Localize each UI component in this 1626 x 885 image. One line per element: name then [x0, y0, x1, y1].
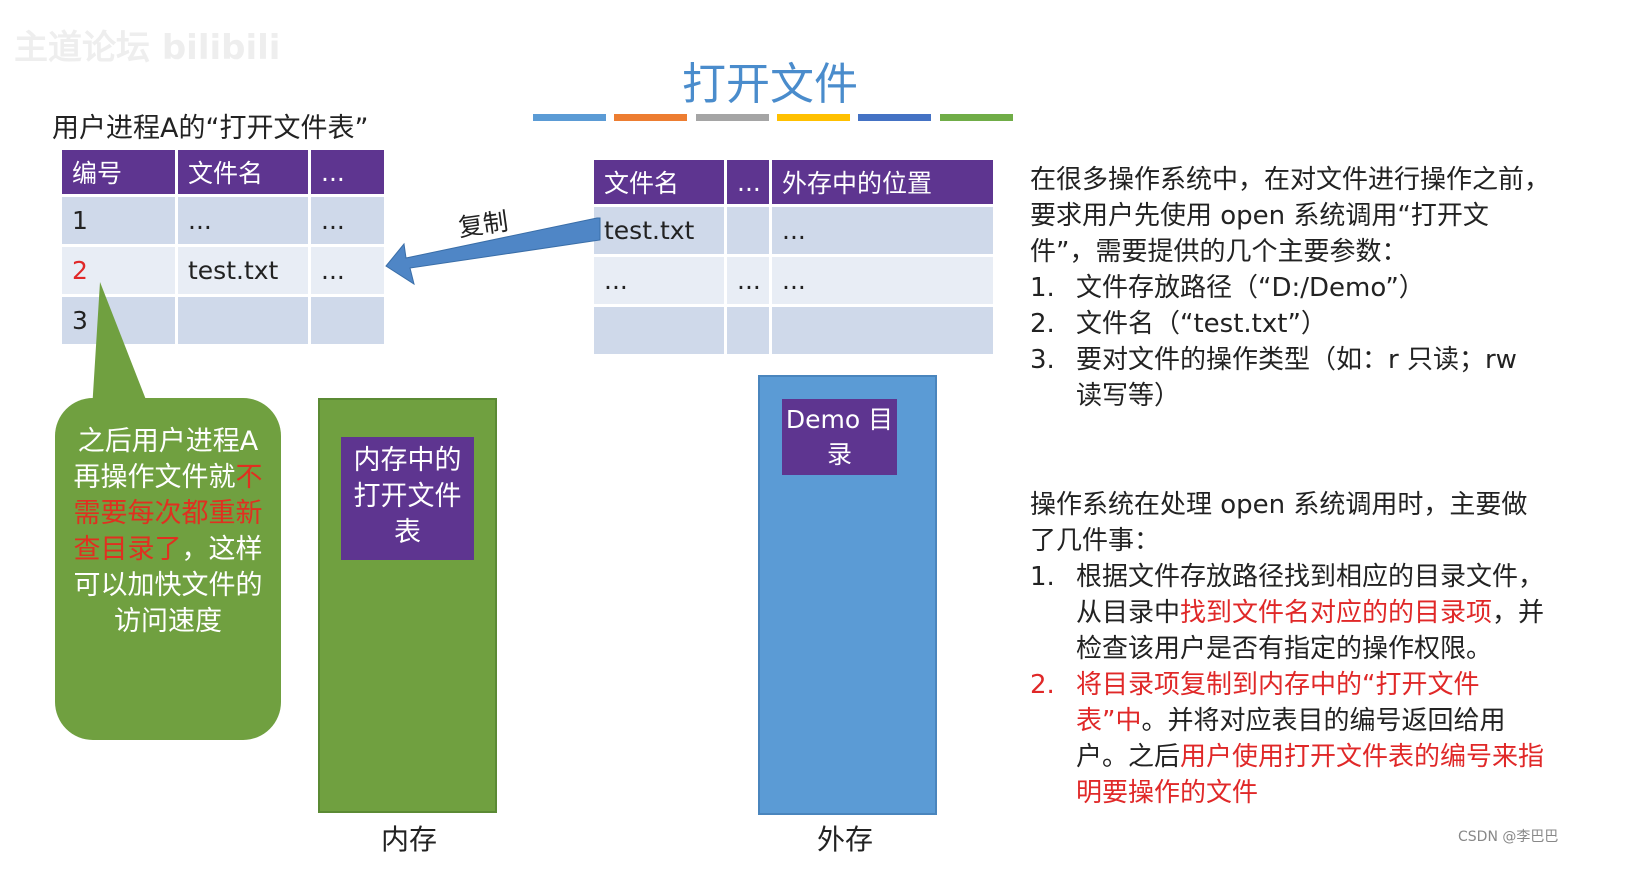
cell: test.txt [178, 247, 311, 297]
header-cell: 外存中的位置 [772, 160, 996, 207]
user-table-caption: 用户进程A的“打开文件表” [52, 113, 369, 144]
cell: 1 [62, 197, 178, 247]
header-cell: 文件名 [178, 150, 311, 197]
callout-text: ，这样可以加快文件的访问速度 [73, 534, 263, 637]
table-row: 1...... [62, 197, 387, 247]
open-steps-text: 操作系统在处理 open 系统调用时，主要做了几件事： 1. 根据文件存放路径找到… [1030, 487, 1550, 811]
list-item: 2. 将目录项复制到内存中的“打开文件表”中。并将对应表目的编号返回给用户。之后用… [1030, 667, 1550, 811]
cell [727, 207, 772, 257]
color-bar [696, 114, 769, 121]
callout-highlight: 不需要每次都重新查目录了 [73, 462, 263, 565]
copy-label: 复制 [456, 206, 510, 243]
item-highlight: 用户使用打开文件表的编号来指明要操作的文件 [1076, 742, 1545, 808]
item-text: 要对文件的操作类型（如：r 只读；rw 读写等） [1076, 345, 1517, 411]
table-row [594, 307, 996, 357]
item-text: 。并将对应表目的编号返回给用户。之后 [1076, 706, 1506, 772]
copy-arrow [385, 217, 601, 286]
num: 1. [1030, 562, 1055, 592]
demo-directory: Demo 目录 [782, 399, 897, 475]
num: 2. [1030, 309, 1055, 339]
cell: ... [311, 247, 387, 297]
header-cell: 文件名 [594, 160, 727, 207]
header-cell: ... [311, 150, 387, 197]
cell: ... [594, 257, 727, 307]
item-text: 根据文件存放路径找到相应的目录文件，从目录中 [1076, 562, 1545, 628]
slide-title: 打开文件 [682, 59, 858, 110]
cell [594, 307, 727, 357]
cell [178, 297, 311, 347]
paragraph: 在很多操作系统中，在对文件进行操作之前，要求用户先使用 open 系统调用“打开… [1030, 165, 1551, 267]
memory-label: 内存 [381, 823, 438, 856]
table-row: ......... [594, 257, 996, 307]
color-bar [614, 114, 687, 121]
watermark: 主道论坛 bilibili [14, 28, 281, 68]
disk-label: 外存 [817, 823, 874, 856]
cell: ... [727, 257, 772, 307]
item-text: ，并检查该用户是否有指定的操作权限。 [1076, 598, 1545, 664]
list-item: 2. 文件名（“test.txt”） [1030, 306, 1550, 342]
color-bar [858, 114, 931, 121]
header-cell: ... [727, 160, 772, 207]
color-bar [533, 114, 606, 121]
color-bar [940, 114, 1013, 121]
callout-text: 之后用户进程A再操作文件就 [73, 426, 259, 493]
header-cell: 编号 [62, 150, 178, 197]
cell: ... [311, 197, 387, 247]
callout-tail [92, 282, 150, 410]
item-text: 文件名（“test.txt”） [1076, 309, 1327, 339]
item-highlight: 将目录项复制到内存中的“打开文件表”中 [1076, 670, 1480, 736]
list-item: 3. 要对文件的操作类型（如：r 只读；rw 读写等） [1030, 342, 1550, 414]
memory-open-file-table: 内存中的打开文件表 [341, 437, 474, 560]
cell [727, 307, 772, 357]
cell [311, 297, 387, 347]
color-bar [777, 114, 850, 121]
cell: ... [772, 257, 996, 307]
credit: CSDN @李巴巴 [1458, 829, 1559, 845]
list-item: 1. 文件存放路径（“D:/Demo”） [1030, 270, 1550, 306]
cell [772, 307, 996, 357]
list-item: 1. 根据文件存放路径找到相应的目录文件，从目录中找到文件名对应的的目录项，并检查… [1030, 559, 1550, 667]
num: 3. [1030, 345, 1055, 375]
explanation-text: 在很多操作系统中，在对文件进行操作之前，要求用户先使用 open 系统调用“打开… [1030, 162, 1550, 414]
callout-bubble: 之后用户进程A再操作文件就不需要每次都重新查目录了，这样可以加快文件的访问速度 [55, 398, 281, 740]
directory-table: 文件名...外存中的位置 test.txt... ......... [594, 160, 996, 357]
paragraph: 操作系统在处理 open 系统调用时，主要做了几件事： [1030, 490, 1528, 556]
cell: 2 [62, 247, 178, 297]
num: 1. [1030, 273, 1055, 303]
cell: ... [178, 197, 311, 247]
table-row: test.txt... [594, 207, 996, 257]
item-highlight: 找到文件名对应的的目录项 [1180, 598, 1493, 628]
item-text: 文件存放路径（“D:/Demo”） [1076, 273, 1425, 303]
num: 2. [1030, 670, 1055, 700]
cell: test.txt [594, 207, 727, 257]
cell: ... [772, 207, 996, 257]
